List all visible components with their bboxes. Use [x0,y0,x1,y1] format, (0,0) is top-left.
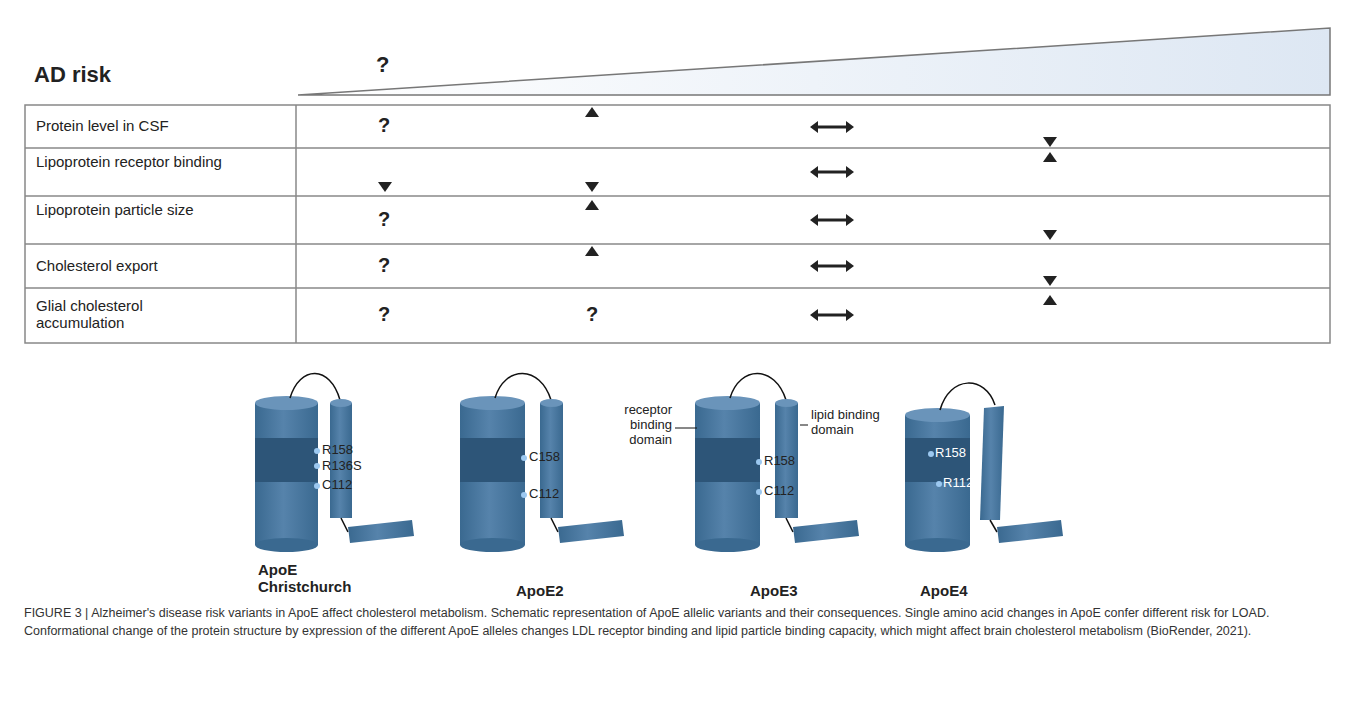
variant-name: ApoE3 [750,582,798,599]
unknown-mark: ? [378,208,390,231]
row-header: Cholesterol export [36,257,276,274]
figure-caption: FIGURE 3 | Alzheimer's disease risk vari… [24,604,1334,640]
unknown-mark: ? [378,254,390,277]
residue-label: R158 [935,446,966,461]
residue-label: R112 [943,476,973,491]
apoe3-protein [675,373,859,552]
residue-label: R136S [322,459,362,474]
variant-name: ApoE Christchurch [258,561,368,596]
residue-label: C112 [764,484,794,499]
table-grid [25,105,1330,343]
unknown-mark: ? [586,303,598,326]
domain-label: lipid binding domain [811,408,891,438]
residue-label: C112 [322,478,352,493]
unknown-mark: ? [376,52,389,77]
apoe-christchurch-protein [255,373,414,552]
residue-label: R158 [764,454,795,469]
variant-name: ApoE4 [920,582,968,599]
apoe4-protein [905,383,1063,552]
variant-name: ApoE2 [516,582,564,599]
apoe2-protein [460,373,624,552]
row-header: Lipoprotein particle size [36,201,226,218]
residue-label: C112 [529,487,559,502]
change-arrows [378,107,1057,333]
risk-wedge [298,28,1330,95]
unknown-mark: ? [378,114,390,137]
unknown-mark: ? [378,303,390,326]
risk-heading: AD risk [34,62,111,87]
row-header: Glial cholesterol accumulation [36,297,226,332]
residue-label: C158 [529,450,560,465]
domain-label: receptor binding domain [596,403,672,448]
row-header: Lipoprotein receptor binding [36,153,226,170]
row-header: Protein level in CSF [36,117,276,134]
residue-label: R158 [322,443,353,458]
